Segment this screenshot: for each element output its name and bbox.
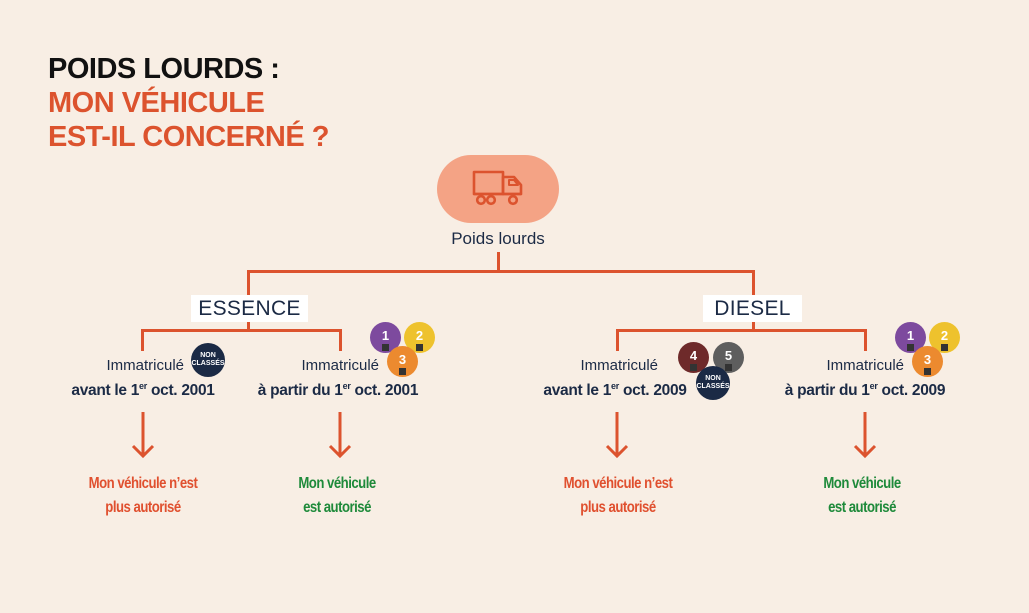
arrow-down-icon bbox=[131, 412, 155, 459]
badge-text: CLASSÉS bbox=[696, 383, 730, 390]
date-suffix: oct. 2001 bbox=[146, 382, 215, 400]
outcome-line: est autorisé bbox=[828, 499, 896, 516]
arrow-down-icon bbox=[853, 412, 877, 459]
critair-badge-3: 3 bbox=[912, 346, 943, 377]
outcome-allowed: Mon véhicule est autorisé bbox=[786, 472, 939, 520]
title-line-1: POIDS LOURDS : bbox=[48, 53, 280, 85]
badge-non-classes: NON CLASSÉS bbox=[191, 343, 225, 377]
qr-code-icon bbox=[725, 364, 732, 371]
outcome-line: Mon véhicule bbox=[298, 475, 376, 492]
outcome-line: est autorisé bbox=[303, 499, 371, 516]
connector-root-horizontal bbox=[247, 270, 755, 273]
critair-badge-1: 1 bbox=[895, 322, 926, 353]
outcome-line: Mon véhicule n’est bbox=[563, 475, 673, 492]
qr-code-icon bbox=[416, 344, 423, 351]
arrow-down-icon bbox=[605, 412, 629, 459]
badge-number: 5 bbox=[724, 348, 733, 363]
page-title: POIDS LOURDS : MON VÉHICULE EST-IL CONCE… bbox=[48, 52, 330, 154]
outcome-line: plus autorisé bbox=[580, 499, 656, 516]
category-essence: ESSENCE bbox=[191, 295, 308, 322]
date-prefix: à partir du 1 bbox=[784, 382, 870, 400]
date-sup: er bbox=[139, 381, 147, 391]
root-node-pill bbox=[437, 155, 559, 223]
critair-badge-group: 1 2 3 bbox=[895, 322, 965, 378]
badge-number: 3 bbox=[398, 352, 407, 367]
qr-code-icon bbox=[690, 364, 697, 371]
registration-date: à partir du 1er oct. 2009 bbox=[765, 381, 965, 400]
arrow-down-icon bbox=[328, 412, 352, 459]
connector-essence-left bbox=[141, 329, 144, 351]
registered-label: Immatriculé bbox=[826, 357, 904, 374]
date-sup: er bbox=[869, 381, 878, 391]
qr-code-icon bbox=[399, 368, 406, 375]
badge-number: 1 bbox=[906, 328, 915, 343]
connector-diesel-up bbox=[752, 270, 755, 296]
badge-non-classes: NON CLASSÉS bbox=[696, 366, 730, 400]
registration-date: à partir du 1er oct. 2001 bbox=[238, 381, 438, 400]
date-suffix: oct. 2001 bbox=[350, 382, 419, 400]
qr-code-icon bbox=[907, 344, 914, 351]
outcome-denied: Mon véhicule n’est plus autorisé bbox=[542, 472, 695, 520]
connector-essence-horizontal bbox=[141, 329, 342, 332]
badge-number: 2 bbox=[940, 328, 949, 343]
connector-essence-down bbox=[247, 321, 250, 332]
title-line-3: EST-IL CONCERNÉ ? bbox=[48, 121, 330, 153]
badge-number: 2 bbox=[415, 328, 424, 343]
title-line-2: MON VÉHICULE bbox=[48, 87, 265, 119]
badge-number: 4 bbox=[689, 348, 698, 363]
connector-essence-up bbox=[247, 270, 250, 296]
date-sup: er bbox=[342, 381, 351, 391]
qr-code-icon bbox=[941, 344, 948, 351]
date-prefix: avant le 1 bbox=[543, 382, 612, 400]
connector-diesel-right bbox=[864, 329, 867, 351]
date-prefix: à partir du 1 bbox=[257, 382, 343, 400]
registration-date: avant le 1er oct. 2009 bbox=[515, 381, 715, 400]
badge-text: NON bbox=[200, 352, 216, 359]
badge-number: 3 bbox=[923, 352, 932, 367]
connector-diesel-horizontal bbox=[616, 329, 867, 332]
truck-icon bbox=[472, 170, 523, 206]
outcome-line: Mon véhicule n’est bbox=[88, 475, 198, 492]
critair-badge-3: 3 bbox=[387, 346, 418, 377]
badge-number: 1 bbox=[381, 328, 390, 343]
registered-label: Immatriculé bbox=[580, 357, 658, 374]
root-label: Poids lourds bbox=[451, 229, 545, 248]
badge-text: CLASSÉS bbox=[191, 360, 225, 367]
registration-date: avant le 1er oct. 2001 bbox=[43, 381, 243, 400]
date-suffix: oct. 2009 bbox=[618, 382, 687, 400]
date-sup: er bbox=[611, 381, 619, 391]
outcome-denied: Mon véhicule n’est plus autorisé bbox=[67, 472, 220, 520]
critair-badge-2: 2 bbox=[404, 322, 435, 353]
qr-code-icon bbox=[924, 368, 931, 375]
badge-text: NON bbox=[705, 375, 721, 382]
connector-diesel-down bbox=[752, 321, 755, 332]
connector-root-vertical bbox=[497, 252, 500, 272]
critair-badge-group: 1 2 3 bbox=[370, 322, 440, 378]
outcome-line: Mon véhicule bbox=[823, 475, 901, 492]
connector-diesel-left bbox=[616, 329, 619, 351]
registered-label: Immatriculé bbox=[301, 357, 379, 374]
date-prefix: avant le 1 bbox=[71, 382, 140, 400]
date-suffix: oct. 2009 bbox=[877, 382, 946, 400]
registered-label: Immatriculé bbox=[106, 357, 184, 374]
qr-code-icon bbox=[382, 344, 389, 351]
outcome-allowed: Mon véhicule est autorisé bbox=[261, 472, 414, 520]
outcome-line: plus autorisé bbox=[105, 499, 181, 516]
category-diesel: DIESEL bbox=[703, 295, 802, 322]
connector-essence-right bbox=[339, 329, 342, 351]
